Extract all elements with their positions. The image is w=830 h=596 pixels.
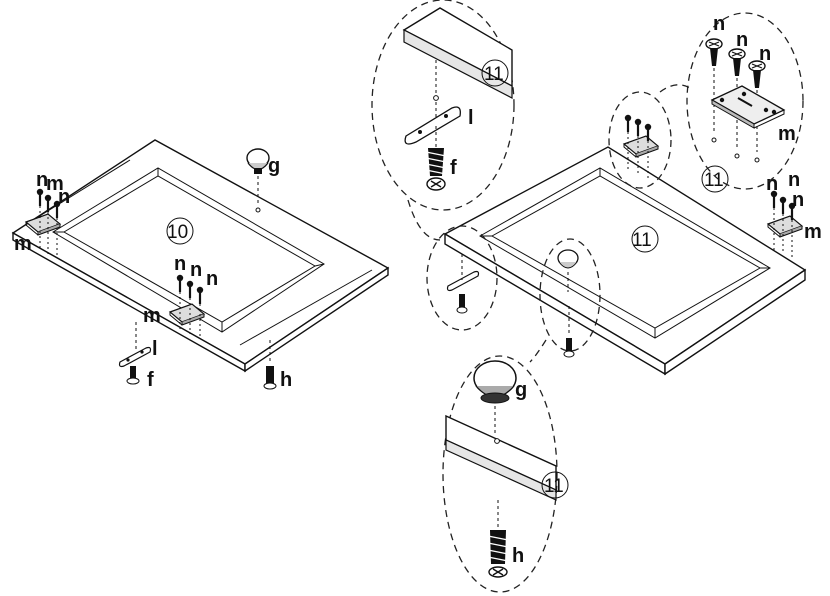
part-label-h-zoom: h	[512, 545, 524, 567]
screw-icon	[769, 189, 797, 258]
callout-knob-small	[539, 238, 601, 352]
step-number-zoom-hinge: 11	[704, 170, 724, 191]
part-label-f-left: f	[147, 369, 154, 391]
part-label-m-1: m	[46, 173, 64, 195]
step-circle-right	[631, 225, 659, 253]
hinge-bracket-right	[767, 215, 803, 238]
step-number-zoom-top: 11	[484, 64, 504, 85]
part-label-m-3: m	[143, 305, 161, 327]
callout-zoom-knob	[442, 355, 558, 593]
part-label-l-zoom: l	[468, 107, 474, 129]
part-label-n-zoom-3: n	[759, 43, 771, 65]
part-label-h-left: h	[280, 369, 292, 391]
part-label-m-zoom: m	[778, 123, 796, 145]
callout-zoom-top	[371, 0, 515, 211]
part-label-n-4: n	[190, 259, 202, 281]
connector-knob	[529, 339, 547, 363]
screw-icon	[175, 273, 205, 338]
step-number-left: 10	[167, 222, 188, 243]
step-number-zoom-knob: 11	[544, 476, 564, 497]
connector-top	[407, 199, 441, 241]
step-circle-zoom-knob	[541, 471, 569, 499]
part-label-f-zoom: f	[450, 157, 457, 179]
part-label-n-7: n	[788, 169, 800, 191]
part-label-n-3: n	[174, 253, 186, 275]
part-label-n-1: n	[36, 169, 48, 191]
screw-icon	[623, 113, 653, 178]
step-circle-zoom-top	[481, 59, 509, 87]
part-label-g-zoom: g	[515, 379, 527, 401]
part-label-m-2: m	[14, 233, 32, 255]
step-circle-left	[166, 217, 194, 245]
part-label-m-4: m	[804, 221, 822, 243]
drawer-front-left	[11, 139, 390, 373]
part-label-l-left: l	[152, 338, 158, 360]
zoom-knob-small-content	[563, 306, 575, 358]
part-label-n-zoom-2: n	[736, 29, 748, 51]
part-label-n-2: n	[58, 186, 70, 208]
drawer-front-right	[443, 146, 807, 376]
screw-f-icon	[126, 366, 140, 385]
knob-icon	[557, 249, 579, 292]
knob-icon	[246, 148, 270, 213]
zoom-hinge-content	[705, 38, 786, 163]
zoom-left-edge-content	[446, 254, 480, 314]
connector-hinge	[659, 84, 691, 93]
step-circle-zoom-hinge	[701, 165, 729, 193]
part-label-n-zoom-1: n	[713, 13, 725, 35]
zoom-knob-content	[445, 360, 557, 578]
callout-zoom-hinge	[686, 12, 804, 190]
callout-left-edge	[426, 225, 498, 331]
screw-h-icon	[263, 340, 277, 390]
part-label-n-5: n	[206, 268, 218, 290]
callout-small-hinge	[608, 91, 672, 189]
step-number-right: 11	[632, 230, 652, 251]
hinge-bracket-small	[623, 135, 659, 158]
part-label-n-8: n	[792, 189, 804, 211]
part-label-g-left: g	[268, 155, 280, 177]
screw-icon	[35, 187, 62, 258]
bracket-l-icon	[118, 322, 152, 368]
part-label-n-6: n	[766, 173, 778, 195]
